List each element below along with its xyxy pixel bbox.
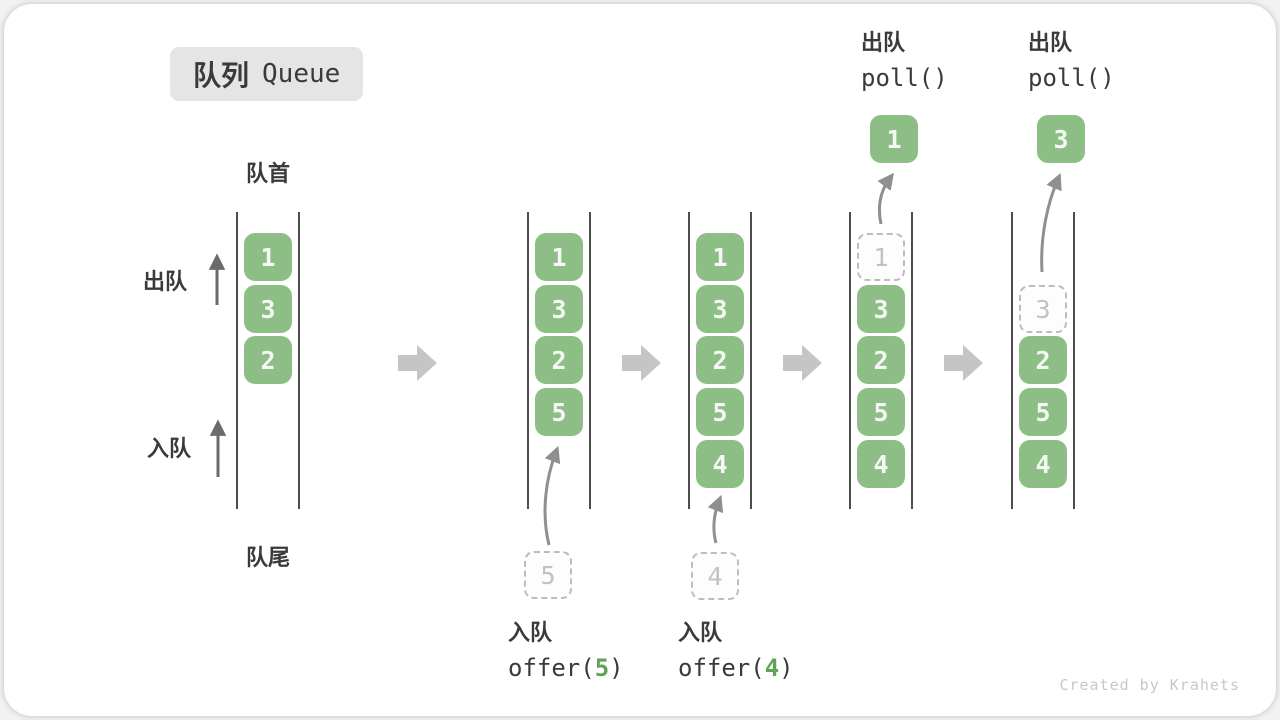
dequeue-side-label: 出队	[143, 269, 188, 294]
enqueue-side-label: 入队	[147, 436, 192, 461]
title-zh: 队列	[193, 60, 250, 91]
queue-rear-label: 队尾	[245, 545, 290, 570]
watermark: Created by Krahets	[1059, 676, 1240, 694]
diagram-card	[4, 4, 1276, 716]
title-badge: 队列 Queue	[170, 47, 364, 101]
title-en: Queue	[262, 59, 341, 89]
queue-front-label: 队首	[245, 161, 290, 186]
